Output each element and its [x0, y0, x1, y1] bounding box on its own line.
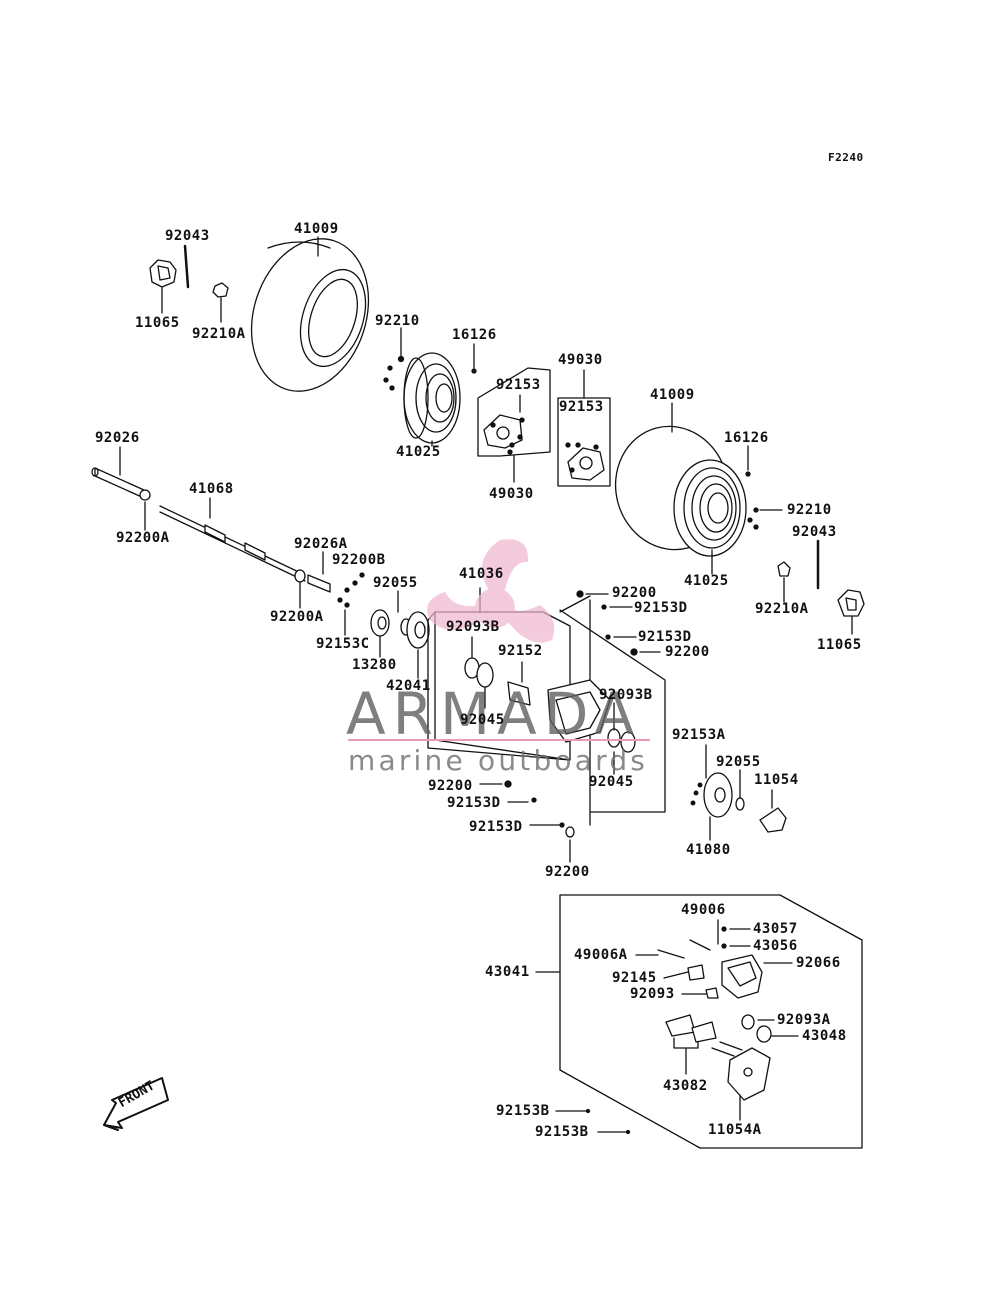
part-label: 13280 [352, 657, 397, 673]
part-label: 92153D [634, 600, 688, 616]
part-label: 92153A [672, 727, 726, 743]
part-label: 49030 [489, 486, 534, 502]
tire-left [250, 238, 370, 392]
part-label: 16126 [724, 430, 769, 446]
axle [91, 467, 331, 593]
part-label: 92093A [777, 1012, 831, 1028]
part-label: 92145 [612, 970, 657, 986]
part-label: 92055 [373, 575, 418, 591]
part-label: 92055 [716, 754, 761, 770]
part-label: 92200 [545, 864, 590, 880]
part-label: 41009 [294, 221, 339, 237]
part-label: 92200 [428, 778, 473, 794]
part-label: 92093B [599, 687, 653, 703]
sprocket [370, 609, 430, 649]
watermark-propeller-icon [427, 539, 555, 643]
part-label: 43057 [753, 921, 798, 937]
hub-cap-right [837, 589, 865, 617]
part-label: 92043 [792, 524, 837, 540]
part-label: 41080 [686, 842, 731, 858]
part-label: 92153D [447, 795, 501, 811]
part-label: 11065 [135, 315, 180, 331]
part-label: 92200 [665, 644, 710, 660]
figure-code: F2240 [828, 151, 864, 164]
tire-right [614, 425, 747, 557]
part-label: 92153D [638, 629, 692, 645]
part-label: 92153 [559, 399, 604, 415]
part-label: 92026 [95, 430, 140, 446]
brake-disc [690, 772, 787, 833]
part-label: 41025 [396, 444, 441, 460]
part-label: 43041 [485, 964, 530, 980]
part-label: 92153D [469, 819, 523, 835]
part-label: 92210A [192, 326, 246, 342]
part-label: 41068 [189, 481, 234, 497]
caliper-box [559, 894, 863, 1149]
part-label: 49006 [681, 902, 726, 918]
part-label: 92153B [535, 1124, 589, 1140]
front-arrow-icon [103, 1077, 169, 1131]
part-label: 49030 [558, 352, 603, 368]
part-label: 92210 [787, 502, 832, 518]
part-label: 11054A [708, 1122, 762, 1138]
part-label: 92043 [165, 228, 210, 244]
part-label: 92045 [589, 774, 634, 790]
part-label: 92210A [755, 601, 809, 617]
part-label: 41025 [684, 573, 729, 589]
part-label: 92153 [496, 377, 541, 393]
hub-box-left [477, 367, 551, 457]
part-label: 43056 [753, 938, 798, 954]
part-label: 92200 [612, 585, 657, 601]
part-label: 92093 [630, 986, 675, 1002]
part-label: 92093B [446, 619, 500, 635]
watermark-tagline: marine outboards [348, 744, 649, 777]
part-label: 49006A [574, 947, 628, 963]
part-label: 92045 [460, 712, 505, 728]
part-label: 92153C [316, 636, 370, 652]
part-label: 43082 [663, 1078, 708, 1094]
part-label: 92200A [116, 530, 170, 546]
part-label: 41009 [650, 387, 695, 403]
hub-cap-left [149, 259, 177, 288]
part-label: 92152 [498, 643, 543, 659]
watermark-brand: ARMADA [346, 680, 642, 748]
part-label: 92200A [270, 609, 324, 625]
part-label: 92153B [496, 1103, 550, 1119]
part-label: 92200B [332, 552, 386, 568]
part-label: 11054 [754, 772, 799, 788]
part-label: 16126 [452, 327, 497, 343]
part-label: 11065 [817, 637, 862, 653]
part-label: 41036 [459, 566, 504, 582]
rim-left [403, 352, 461, 444]
part-label: 43048 [802, 1028, 847, 1044]
part-label: 92066 [796, 955, 841, 971]
part-label: 92026A [294, 536, 348, 552]
part-label: 42041 [386, 678, 431, 694]
part-label: 92210 [375, 313, 420, 329]
